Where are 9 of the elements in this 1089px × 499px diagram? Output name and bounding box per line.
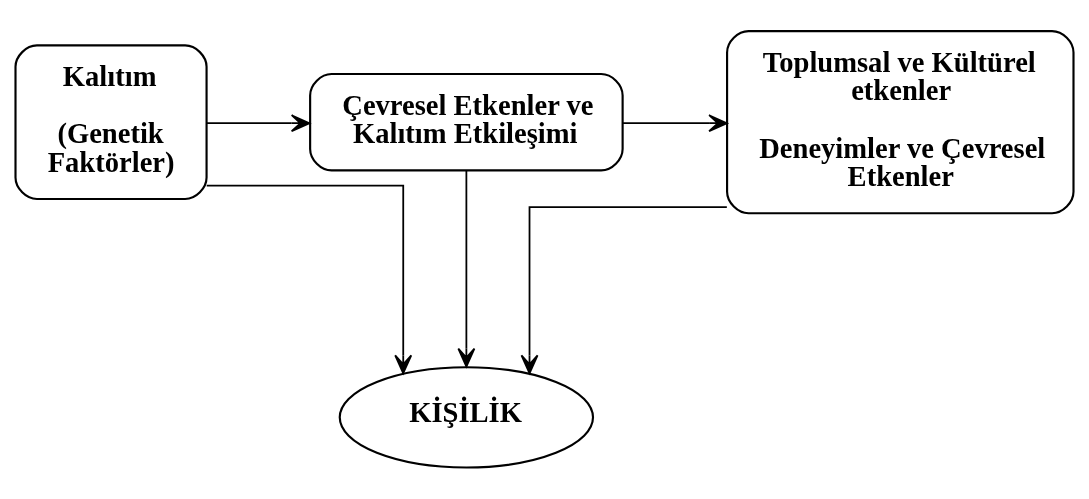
arrow bbox=[457, 170, 476, 368]
node-box: Toplumsal ve Kültürel etkenler Deneyimler ve Çevresel Etkenler bbox=[726, 30, 1075, 215]
node-box: Kalıtım (Genetik Faktörler) bbox=[14, 44, 208, 201]
node-ellipse: KİŞİLİK bbox=[338, 366, 595, 469]
arrow bbox=[205, 184, 413, 375]
arrow bbox=[622, 114, 728, 133]
arrow bbox=[520, 206, 728, 375]
node-box: Çevresel Etkenler ve Kalıtım Etkileşimi bbox=[309, 72, 624, 172]
arrow bbox=[205, 114, 311, 133]
